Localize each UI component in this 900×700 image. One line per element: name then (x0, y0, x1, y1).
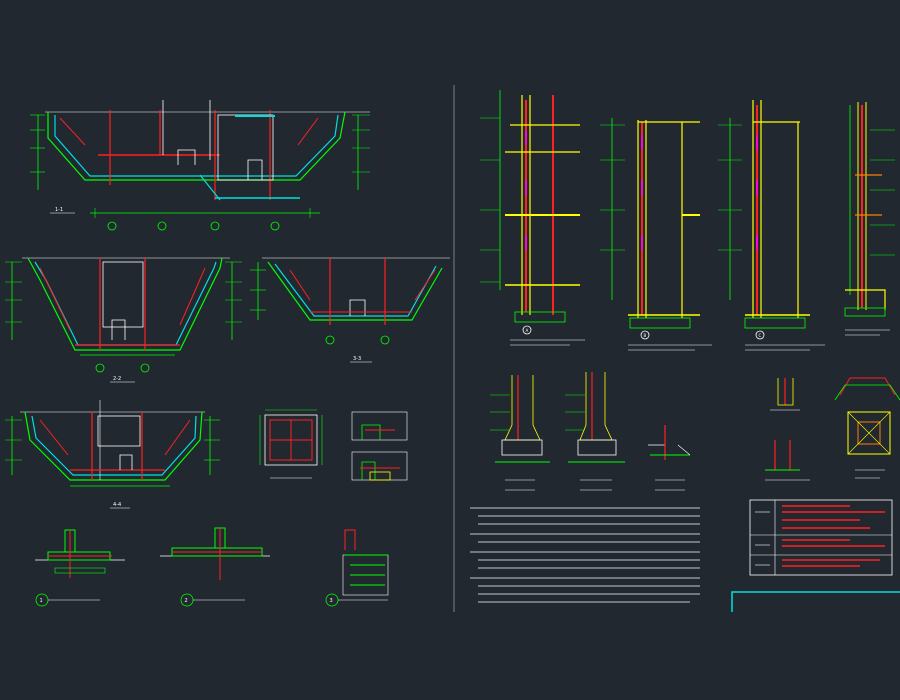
section-2-label: 2-2 (113, 376, 121, 382)
section-4-4-drawing: 4-4 (5, 400, 220, 509)
section-2-2-drawing: 2-2 (5, 257, 242, 383)
section-3-3-drawing: 3-3 (250, 257, 450, 363)
footing-detail-2 (565, 372, 625, 491)
detail-1: 1 (35, 529, 125, 607)
detail-3: 3 (325, 529, 389, 607)
detail-marker-2: 2 (185, 598, 188, 604)
anchor-detail (765, 378, 810, 481)
wall-marker-b: B (644, 333, 647, 338)
section-4-label: 4-4 (113, 502, 121, 508)
wall-elevation-c: C (718, 100, 825, 351)
joint-details (351, 411, 408, 481)
title-block-border (731, 591, 900, 612)
footing-detail-1 (490, 375, 550, 491)
detail-marker-3: 3 (330, 598, 333, 604)
section-1-1-drawing: 1-1 (30, 100, 370, 231)
detail-2: 2 (160, 527, 270, 607)
footing-detail-3 (648, 425, 691, 491)
column-plan-detail (834, 377, 900, 479)
section-1-label: 1-1 (55, 207, 63, 213)
section-3-label: 3-3 (353, 356, 361, 362)
wall-elevation-d (844, 102, 895, 336)
design-notes-block (470, 507, 700, 603)
small-plan-detail (259, 409, 323, 479)
wall-marker-c: C (759, 333, 762, 338)
legend-table (749, 499, 893, 576)
wall-elevation-a: A (480, 90, 585, 346)
wall-elevation-b: B (600, 118, 712, 351)
detail-marker-1: 1 (40, 598, 43, 604)
wall-marker-a: A (526, 328, 529, 333)
